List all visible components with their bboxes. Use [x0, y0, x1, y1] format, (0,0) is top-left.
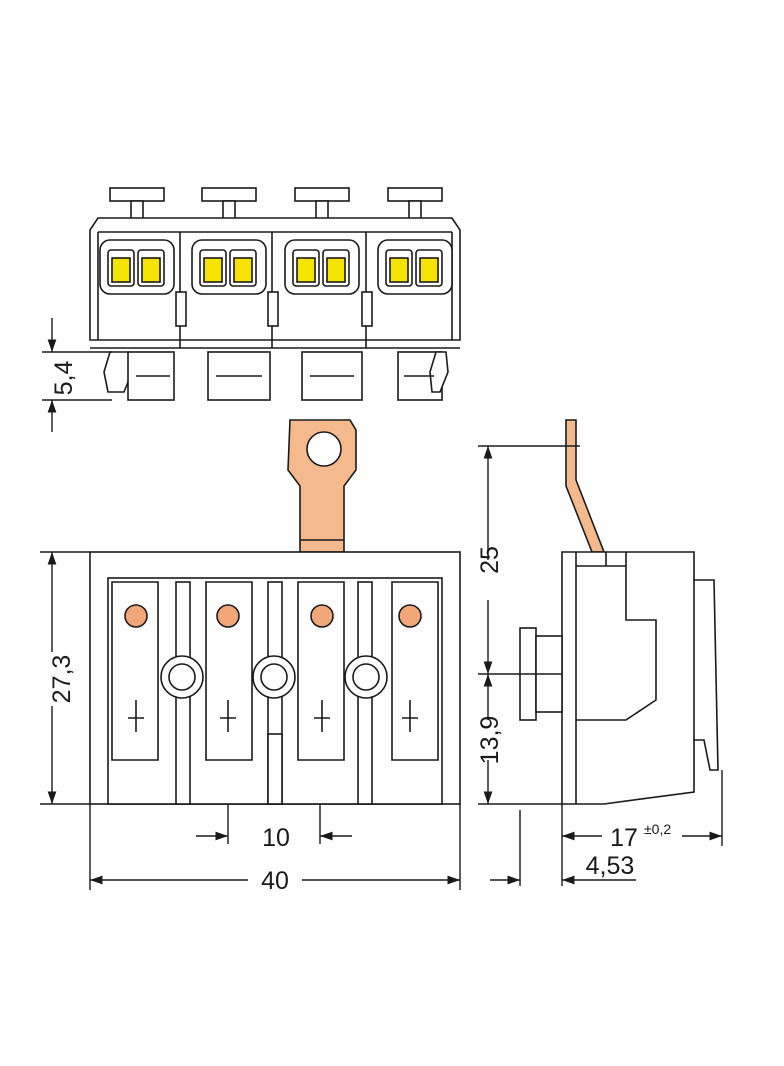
front-view — [89, 419, 461, 805]
clamp-openings — [160, 655, 388, 699]
dim-width — [89, 804, 461, 890]
top-view-feet — [103, 351, 449, 401]
side-pin — [565, 419, 606, 553]
contact-dots — [124, 604, 422, 628]
side-view — [519, 419, 719, 805]
test-slots — [128, 700, 418, 732]
dim-side-offset-label: 4,53 — [586, 852, 635, 880]
dim-top-height — [42, 318, 112, 432]
dim-side-horizontal — [490, 770, 723, 886]
dim-width-label: 40 — [261, 867, 289, 895]
dim-front-height-label: 27,3 — [48, 655, 76, 704]
dim-side-upper-label: 25 — [476, 546, 504, 574]
dim-side-vertical — [478, 445, 580, 805]
dim-pitch-label: 10 — [262, 824, 290, 852]
dim-pitch — [196, 804, 352, 844]
release-slots — [107, 249, 443, 287]
dim-side-lower-label: 13,9 — [476, 716, 504, 765]
side-housing — [561, 551, 719, 805]
dim-side-tolerance-label: ±0,2 — [644, 821, 671, 837]
dim-top-height-label: 5,4 — [50, 361, 78, 396]
dim-side-depth-label: 17 — [610, 824, 638, 852]
top-view — [89, 187, 461, 401]
